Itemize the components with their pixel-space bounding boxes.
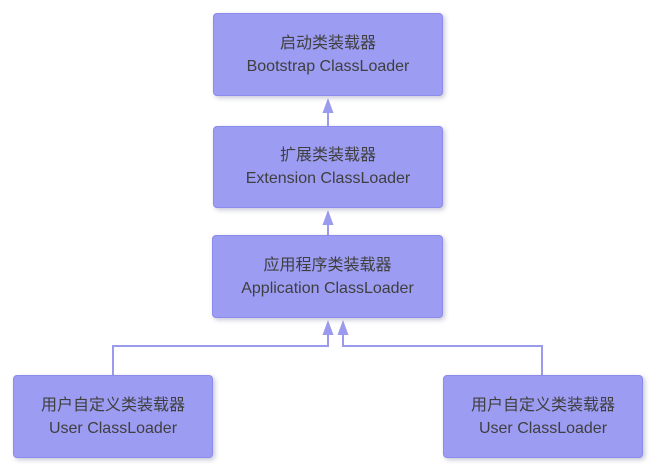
- node-label-zh: 应用程序类装载器: [263, 256, 392, 274]
- arrowhead-application-to-extension: [322, 210, 334, 225]
- node-user-classloader-left: 用户自定义类装载器 User ClassLoader: [13, 375, 213, 458]
- arrowhead-extension-to-bootstrap: [322, 98, 334, 113]
- node-bootstrap-classloader: 启动类装载器 Bootstrap ClassLoader: [213, 13, 443, 96]
- node-label-zh: 启动类装载器: [279, 34, 376, 52]
- node-label-en: Bootstrap ClassLoader: [246, 57, 410, 75]
- node-user-classloader-right: 用户自定义类装载器 User ClassLoader: [443, 375, 643, 458]
- node-label-en: User ClassLoader: [48, 419, 178, 437]
- node-label-en: Extension ClassLoader: [245, 170, 411, 187]
- arrowhead-user-right-to-application: [337, 320, 349, 335]
- node-label-zh: 扩展类装载器: [279, 147, 376, 164]
- edge-user-right-to-application: [342, 334, 543, 375]
- node-extension-classloader: 扩展类装载器 Extension ClassLoader: [213, 126, 443, 208]
- node-label-zh: 用户自定义类装载器: [470, 396, 615, 414]
- node-label-zh: 用户自定义类装载器: [40, 396, 185, 414]
- node-application-classloader: 应用程序类装载器 Application ClassLoader: [212, 235, 443, 318]
- node-label-en: User ClassLoader: [478, 419, 608, 437]
- edge-user-left-to-application: [112, 334, 329, 375]
- node-label-en: Application ClassLoader: [241, 279, 414, 297]
- arrowhead-user-left-to-application: [322, 320, 334, 335]
